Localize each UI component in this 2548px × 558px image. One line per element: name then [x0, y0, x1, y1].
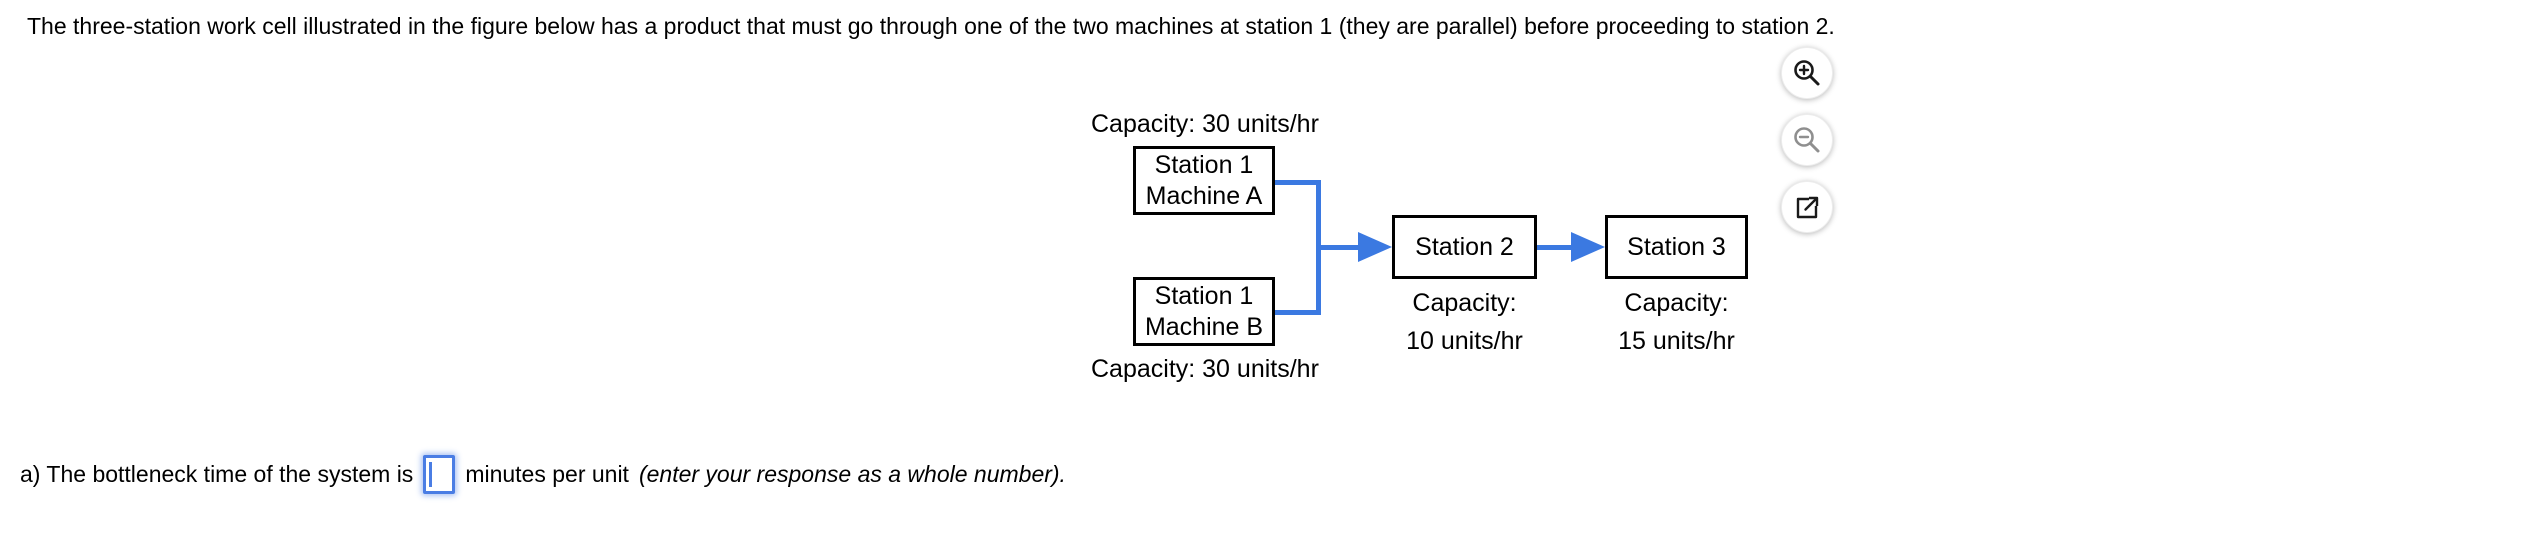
station1-machine-a-line2: Machine A	[1145, 181, 1263, 210]
station3-label: Station 3	[1627, 232, 1726, 261]
arrow1-shaft	[1318, 245, 1360, 250]
station3-box: Station 3	[1605, 215, 1748, 279]
station1-machine-a-line1: Station 1	[1154, 150, 1254, 179]
station3-capacity-line2: 15 units/hr	[1618, 327, 1735, 355]
machine-a-capacity-label: Capacity: 30 units/hr	[1091, 110, 1319, 138]
station2-box: Station 2	[1392, 215, 1537, 279]
zoom-out-button[interactable]	[1781, 114, 1833, 166]
open-in-new-window-icon	[1796, 196, 1819, 219]
answer-prefix-text: a) The bottleneck time of the system is	[20, 460, 414, 487]
station2-capacity-label: Capacity: 10 units/hr	[1392, 284, 1537, 360]
station3-capacity-line1: Capacity:	[1624, 289, 1729, 317]
connector-machine-b-stub	[1275, 310, 1321, 315]
machine-b-capacity-label: Capacity: 30 units/hr	[1091, 355, 1319, 383]
connector-machine-a-stub	[1275, 180, 1321, 185]
station2-capacity-line2: 10 units/hr	[1406, 327, 1523, 355]
zoom-in-icon	[1794, 60, 1820, 86]
zoom-in-button[interactable]	[1781, 47, 1833, 99]
station1-machine-b-box: Station 1 Machine B	[1133, 277, 1275, 346]
answer-instruction-text: (enter your response as a whole number).	[638, 460, 1066, 487]
zoom-out-icon	[1794, 127, 1820, 153]
station1-machine-b-line2: Machine B	[1144, 312, 1264, 341]
station2-capacity-line1: Capacity:	[1412, 289, 1517, 317]
station2-label: Station 2	[1415, 232, 1514, 261]
station1-machine-b-line1: Station 1	[1154, 281, 1254, 310]
question-text: The three-station work cell illustrated …	[27, 13, 1835, 39]
bottleneck-answer-input[interactable]	[423, 454, 456, 494]
arrow2-shaft	[1537, 245, 1575, 250]
station3-capacity-label: Capacity: 15 units/hr	[1605, 284, 1748, 360]
arrow1-head-icon	[1358, 232, 1392, 262]
answer-row: a) The bottleneck time of the system is …	[20, 452, 1066, 496]
text-caret	[429, 461, 433, 487]
answer-suffix-text: minutes per unit	[465, 460, 629, 487]
open-in-new-window-button[interactable]	[1781, 181, 1833, 233]
arrow2-head-icon	[1571, 232, 1605, 262]
station1-machine-a-box: Station 1 Machine A	[1133, 146, 1275, 215]
